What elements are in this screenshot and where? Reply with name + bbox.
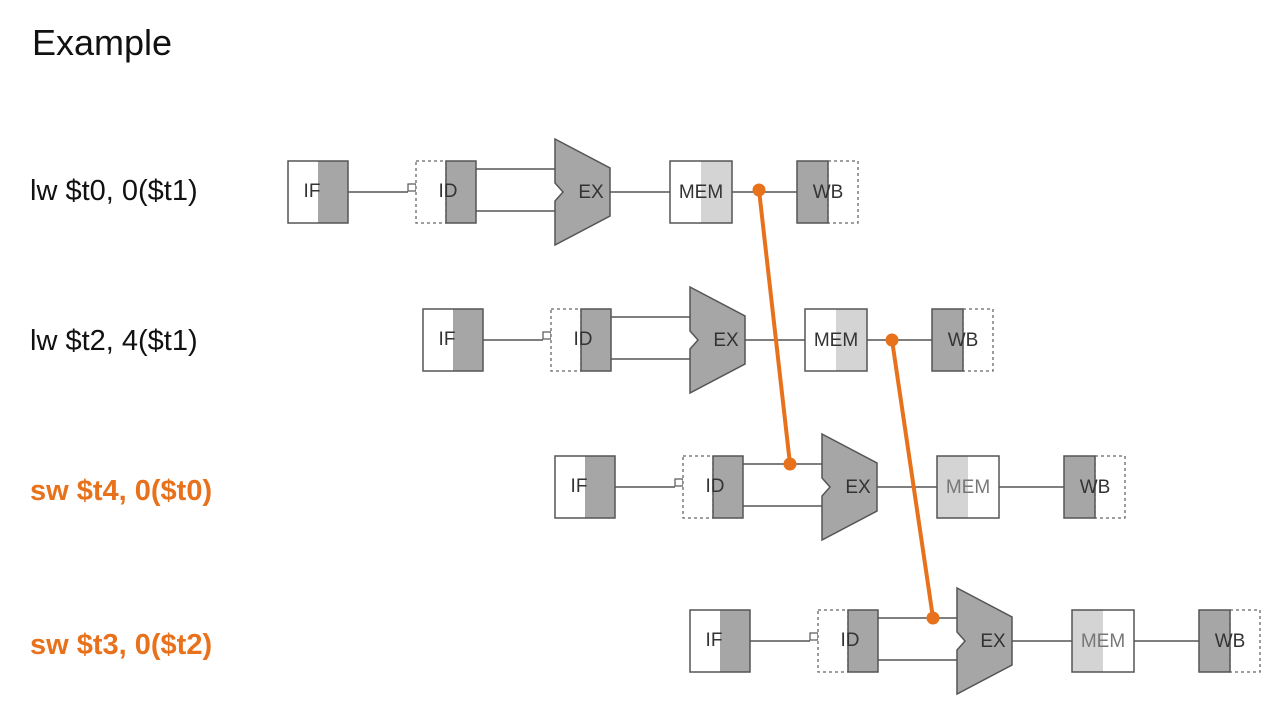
stage-label-ex: EX: [713, 330, 739, 351]
forwarding-source-dot: [885, 333, 899, 347]
forwarding-path-2: [885, 333, 940, 625]
stage-label-mem: MEM: [946, 477, 990, 498]
stage-id: [580, 308, 612, 372]
stage-label-if: IF: [439, 329, 456, 350]
stage-label-wb: WB: [813, 182, 844, 203]
stage-ex: [956, 586, 1013, 696]
stage-id: [445, 160, 477, 224]
stage-label-if: IF: [571, 476, 588, 497]
pipeline-row-4: IF ID EX MEM WB: [689, 586, 1261, 696]
instruction-label-3: sw $t4, 0($t0): [30, 475, 213, 507]
stage-label-if: IF: [304, 181, 321, 202]
forwarding-line: [757, 188, 792, 466]
stage-label-ex: EX: [845, 477, 871, 498]
instruction-label-2: lw $t2, 4($t1): [30, 325, 198, 357]
stage-ex: [689, 285, 746, 395]
slide-title: Example: [32, 22, 173, 63]
stage-wb: [931, 308, 964, 372]
stage-ex: [554, 137, 611, 247]
forwarding-target-dot: [783, 457, 797, 471]
forwarding-source-dot: [752, 183, 766, 197]
stage-label-id: ID: [841, 630, 860, 651]
stage-wb: [1198, 609, 1231, 673]
forwarding-target-dot: [926, 611, 940, 625]
stage-label-wb: WB: [948, 330, 979, 351]
stage-label-mem: MEM: [814, 330, 858, 351]
stage-id: [712, 455, 744, 519]
instruction-label-4: sw $t3, 0($t2): [30, 629, 213, 661]
stage-ex: [821, 432, 878, 542]
stage-wb: [1063, 455, 1096, 519]
stage-label-wb: WB: [1080, 477, 1111, 498]
pipeline-row-3: IF ID EX MEM WB: [554, 432, 1126, 542]
stage-id: [847, 609, 879, 673]
stage-label-if: IF: [706, 630, 723, 651]
stage-label-mem: MEM: [679, 182, 723, 203]
stage-label-id: ID: [706, 476, 725, 497]
stage-label-ex: EX: [578, 182, 604, 203]
forwarding-line: [890, 338, 935, 620]
stage-label-id: ID: [574, 329, 593, 350]
stage-label-ex: EX: [980, 631, 1006, 652]
pipeline-row-1: IF ID EX MEM WB: [287, 137, 859, 247]
instruction-label-1: lw $t0, 0($t1): [30, 175, 198, 207]
stage-label-id: ID: [439, 181, 458, 202]
stage-label-wb: WB: [1215, 631, 1246, 652]
stage-label-mem: MEM: [1081, 631, 1125, 652]
forwarding-path-1: [752, 183, 797, 471]
stage-wb: [796, 160, 829, 224]
pipeline-row-2: IF ID EX MEM WB: [422, 285, 994, 395]
